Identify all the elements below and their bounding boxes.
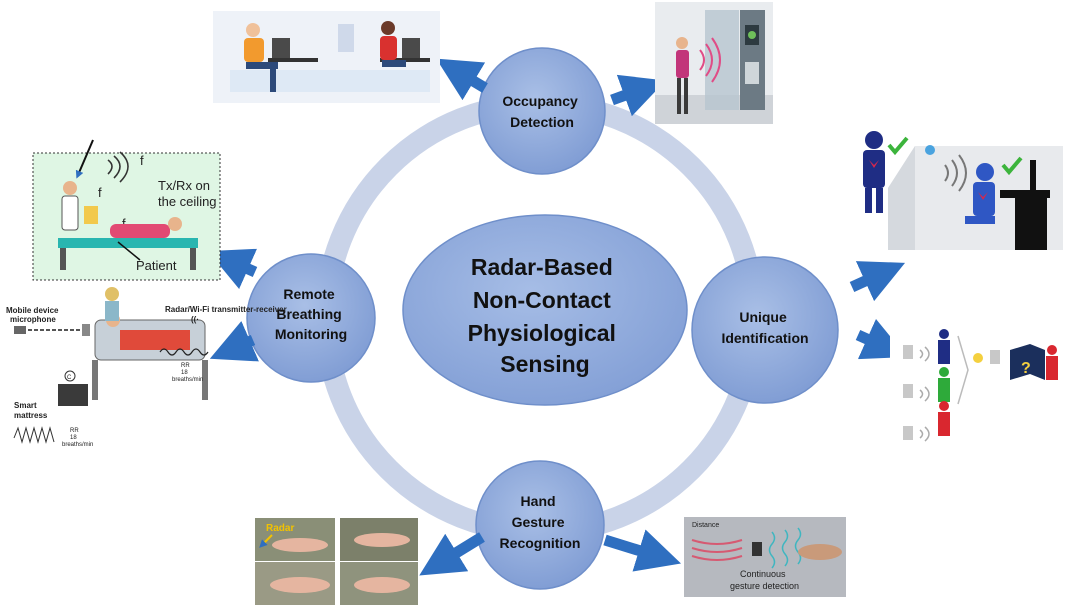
bed-icon (58, 238, 198, 248)
ceiling-f-label: f (140, 153, 144, 168)
svg-text:RR: RR (70, 428, 79, 434)
radar-sensor-icon (752, 542, 762, 556)
hand-icon (798, 544, 842, 560)
person-icon (246, 23, 260, 37)
panel-identification-people: ? (890, 318, 1068, 445)
mobile-device-label-2: microphone (10, 315, 56, 324)
gesture-label: Hand Gesture Recognition (500, 493, 581, 551)
monitor-icon (1030, 160, 1036, 190)
breathing-label: Remote Breathing Monitoring (275, 286, 347, 342)
radar-wifi-marker: ((· (191, 315, 199, 324)
panel-door-occupancy (655, 2, 773, 124)
center-line-3: Physiological (468, 320, 616, 346)
node-unique-identification (691, 256, 839, 404)
radar-wave-icon (699, 37, 721, 83)
radar-wifi-label: Radar/Wi-Fi transmitter-receiver (165, 305, 287, 314)
panel-gesture-simulation: Distance Continuous gesture detection (684, 517, 846, 597)
radar-wave-icon (944, 154, 967, 192)
person-icon (1047, 345, 1057, 355)
marker-c: C (67, 375, 72, 381)
person-icon (939, 401, 949, 411)
node-remote-breathing-monitoring (246, 253, 376, 383)
person-icon (381, 21, 395, 35)
svg-text:f: f (98, 185, 102, 200)
person-icon (676, 37, 688, 49)
center-title: Radar-Based Non-Contact Physiological Se… (468, 254, 623, 377)
panel-identification-office (863, 131, 1063, 250)
person-icon (939, 329, 949, 339)
svg-text:breaths/min: breaths/min (172, 377, 203, 383)
breathing-wave-icon (159, 348, 209, 356)
arrow-occupancy-office (436, 58, 488, 101)
arrow-identification-office (849, 261, 906, 302)
lightbulb-icon (973, 353, 983, 363)
radar-photo-label: Radar (266, 523, 294, 534)
laptop-icon (272, 38, 290, 58)
arrow-occupancy-door (610, 74, 666, 117)
svg-text:RR: RR (181, 363, 190, 369)
distance-label: Distance (692, 522, 719, 529)
person-icon (63, 181, 77, 195)
svg-text:breaths/min: breaths/min (62, 442, 93, 448)
laptop-icon (402, 38, 420, 58)
smart-mattress-label-2: mattress (14, 411, 48, 420)
person-icon (939, 367, 949, 377)
sim-caption-2: gesture detection (730, 581, 799, 591)
book-icon (1010, 344, 1045, 380)
arrow-breathing-setup (209, 321, 259, 362)
arrow-gesture-sim (603, 529, 682, 572)
center-ellipse (402, 214, 688, 406)
panel-gesture-photos: Radar (255, 518, 418, 605)
checkmark-icon (887, 136, 909, 156)
occupancy-label: Occupancy Detection (502, 93, 581, 130)
center-line-4: Sensing (500, 351, 589, 377)
smart-mattress-label-1: Smart (14, 401, 37, 410)
breathing-wave-icon (13, 426, 55, 444)
sim-caption-1: Continuous (740, 569, 786, 579)
panel-office-occupancy (213, 11, 440, 103)
phone-icon (14, 326, 26, 334)
heart-icon (869, 160, 879, 168)
identification-label: Unique Identification (721, 309, 808, 346)
heart-icon (978, 192, 988, 200)
radar-wave-icon (107, 151, 129, 183)
ceiling-txrx-line1: Tx/Rx on (158, 178, 210, 193)
svg-text:f: f (122, 216, 126, 231)
center-line-2: Non-Contact (473, 287, 611, 313)
question-mark: ? (1021, 360, 1031, 377)
node-hand-gesture-recognition (475, 460, 605, 590)
mobile-device-label-1: Mobile device (6, 306, 59, 315)
svg-text:18: 18 (70, 435, 77, 441)
person-icon (976, 163, 994, 181)
arrow-breathing-ceiling (207, 248, 258, 290)
arrow-identification-people (855, 318, 908, 360)
sensor-icon (925, 145, 935, 155)
center-line-1: Radar-Based (471, 254, 613, 280)
arrow-gesture-photos (419, 532, 485, 576)
panel-breathing-setup: Mobile device microphone Radar/Wi-Fi tra… (6, 287, 287, 448)
checkmark-icon (1001, 156, 1023, 176)
patient-label: Patient (136, 258, 177, 273)
node-occupancy-detection (478, 47, 606, 175)
ceiling-txrx-line2: the ceiling (158, 194, 217, 209)
svg-text:18: 18 (181, 370, 188, 376)
mattress-sensor-icon (58, 384, 88, 406)
person-icon (865, 131, 883, 149)
panel-ceiling-radar: f f f Tx/Rx on the ceiling Patient (32, 139, 221, 281)
